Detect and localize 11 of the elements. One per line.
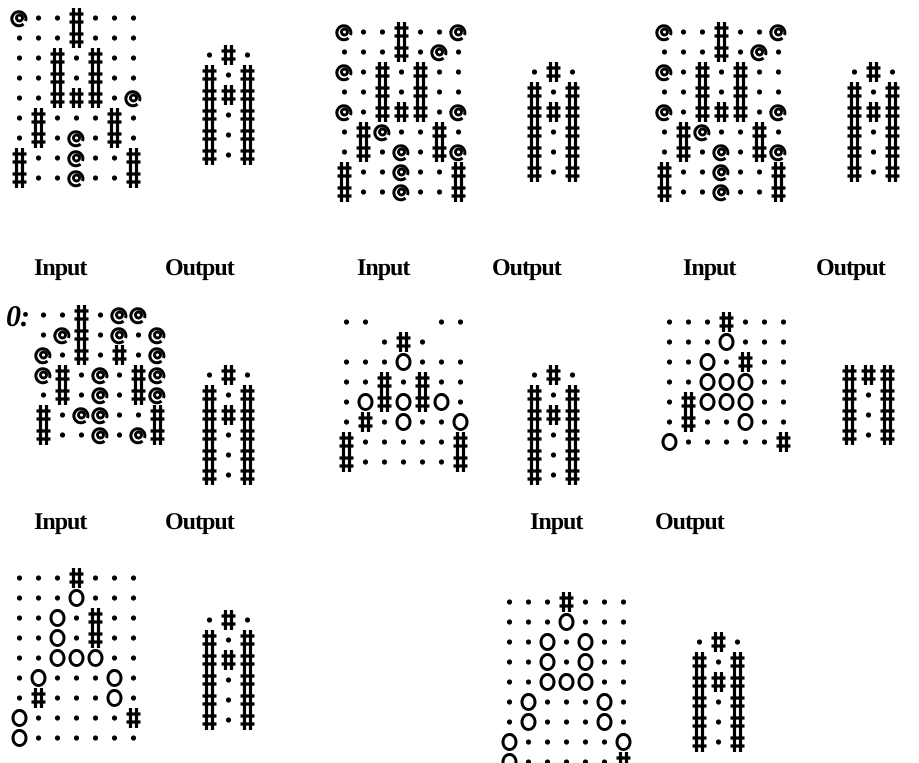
stray-mark-text: 0: [6, 302, 29, 332]
grid-caption: Input [683, 256, 736, 280]
grid-caption: Input [34, 510, 86, 534]
grid-caption: Output [165, 256, 234, 280]
grid-caption: Input [34, 256, 86, 280]
grid-caption: Output [165, 510, 234, 534]
grid-caption: Output [492, 256, 561, 280]
grid-caption: Input [530, 510, 582, 534]
grid-caption: Output [655, 510, 724, 534]
grid-caption: Output [816, 256, 885, 280]
grid-caption: Input [357, 256, 410, 280]
